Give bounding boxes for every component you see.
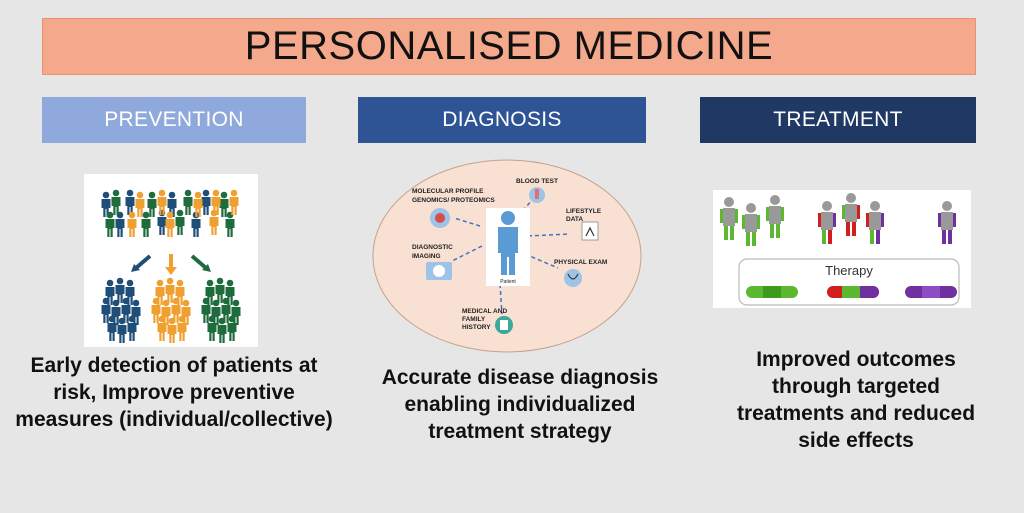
- treatment-illustration: Therapy: [713, 190, 971, 308]
- orange-group: [151, 277, 191, 343]
- mixed-patients: [818, 193, 884, 244]
- diagnostic-imaging-node: DIAGNOSTIC IMAGING: [412, 244, 453, 280]
- stethoscope-icon: [564, 269, 582, 287]
- lifestyle-icon: [581, 221, 599, 241]
- lifestyle-label-2: DATA: [566, 216, 583, 223]
- connector-lines: [451, 197, 571, 315]
- targeted-therapy-graphic: Therapy: [720, 193, 960, 306]
- prevention-illustration: [84, 174, 258, 347]
- blue-group: [101, 277, 141, 343]
- medical-history-node: MEDICAL AND FAMILY HISTORY: [462, 308, 513, 334]
- molecular-label-2: GENOMICS/ PROTEOMICS: [412, 197, 495, 204]
- physical-exam-label: PHYSICAL EXAM: [554, 259, 607, 266]
- imaging-label-2: IMAGING: [412, 253, 441, 260]
- prevention-caption: Early detection of patients at risk, Imp…: [15, 354, 333, 431]
- prevention-heading: PREVENTION: [42, 97, 306, 143]
- imaging-label-1: DIAGNOSTIC: [412, 244, 453, 251]
- history-label-2: FAMILY: [462, 316, 486, 323]
- lifestyle-node: LIFESTYLE DATA: [566, 208, 602, 241]
- molecular-label-1: MOLECULAR PROFILE: [412, 188, 484, 195]
- diagnosis-illustration: Patient BLOOD TEST MOLECULAR PROFILE GEN…: [370, 156, 644, 356]
- split-arrows: [131, 254, 211, 275]
- green-group: [201, 277, 241, 343]
- crowd-stratification-graphic: [101, 189, 241, 343]
- green-patients: [720, 195, 784, 246]
- treatment-caption: Improved outcomes through targeted treat…: [736, 348, 976, 452]
- therapy-label: Therapy: [825, 263, 873, 278]
- physical-exam-node: PHYSICAL EXAM: [554, 259, 607, 287]
- blood-test-label: BLOOD TEST: [516, 178, 558, 185]
- patient-figure: Patient: [486, 208, 530, 286]
- therapy-box: Therapy: [738, 258, 960, 306]
- diagnosis-ellipse-graphic: Patient BLOOD TEST MOLECULAR PROFILE GEN…: [372, 159, 642, 353]
- diagnosis-caption: Accurate disease diagnosis enabling indi…: [381, 366, 659, 443]
- therapy-pill-green: [746, 286, 798, 298]
- purple-patient: [938, 201, 956, 244]
- patient-label: Patient: [500, 279, 516, 285]
- therapy-pill-mixed: [827, 286, 879, 298]
- page-title: PERSONALISED MEDICINE: [42, 18, 976, 75]
- blood-test-node: BLOOD TEST: [516, 178, 558, 203]
- treatment-heading: TREATMENT: [700, 97, 976, 143]
- therapy-pill-purple: [905, 286, 957, 298]
- lifestyle-label-1: LIFESTYLE: [566, 208, 602, 215]
- mixed-crowd: [101, 189, 239, 237]
- diagnosis-heading: DIAGNOSIS: [358, 97, 646, 143]
- history-label-3: HISTORY: [462, 324, 491, 331]
- molecular-profile-node: MOLECULAR PROFILE GENOMICS/ PROTEOMICS: [412, 188, 495, 228]
- history-label-1: MEDICAL AND: [462, 308, 507, 315]
